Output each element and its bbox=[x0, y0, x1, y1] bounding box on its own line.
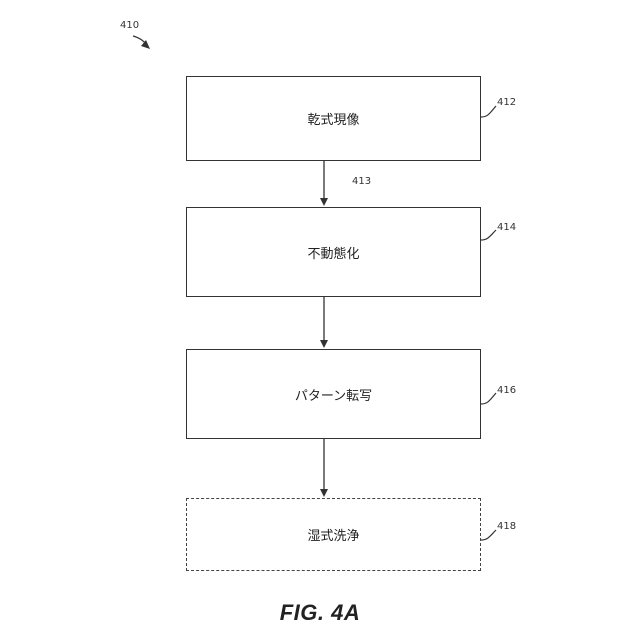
step-box-passivation: 不動態化 bbox=[186, 207, 481, 297]
step-ref-412: 412 bbox=[497, 97, 516, 108]
leader-414 bbox=[481, 230, 496, 240]
leader-418 bbox=[481, 530, 496, 540]
step-box-pattern-transfer: パターン転写 bbox=[186, 349, 481, 439]
arrow-416-418-head bbox=[320, 489, 328, 497]
step-ref-416: 416 bbox=[497, 385, 516, 396]
leader-412 bbox=[481, 106, 496, 117]
step-label: 乾式現像 bbox=[307, 109, 359, 128]
arrow-412-414-head bbox=[320, 198, 328, 206]
step-box-dry-development: 乾式現像 bbox=[186, 76, 481, 161]
figure-ref-label: 410 bbox=[120, 20, 139, 31]
step-label: パターン転写 bbox=[295, 385, 372, 404]
step-ref-414: 414 bbox=[497, 222, 516, 233]
arrow-ref-413: 413 bbox=[352, 176, 371, 187]
arrow-414-416-head bbox=[320, 340, 328, 348]
leader-416 bbox=[481, 393, 496, 404]
step-label: 不動態化 bbox=[307, 243, 359, 262]
step-box-wet-clean: 湿式洗浄 bbox=[186, 498, 481, 571]
step-ref-418: 418 bbox=[497, 521, 516, 532]
figure-caption: FIG. 4A bbox=[0, 600, 640, 626]
step-label: 湿式洗浄 bbox=[307, 525, 359, 544]
